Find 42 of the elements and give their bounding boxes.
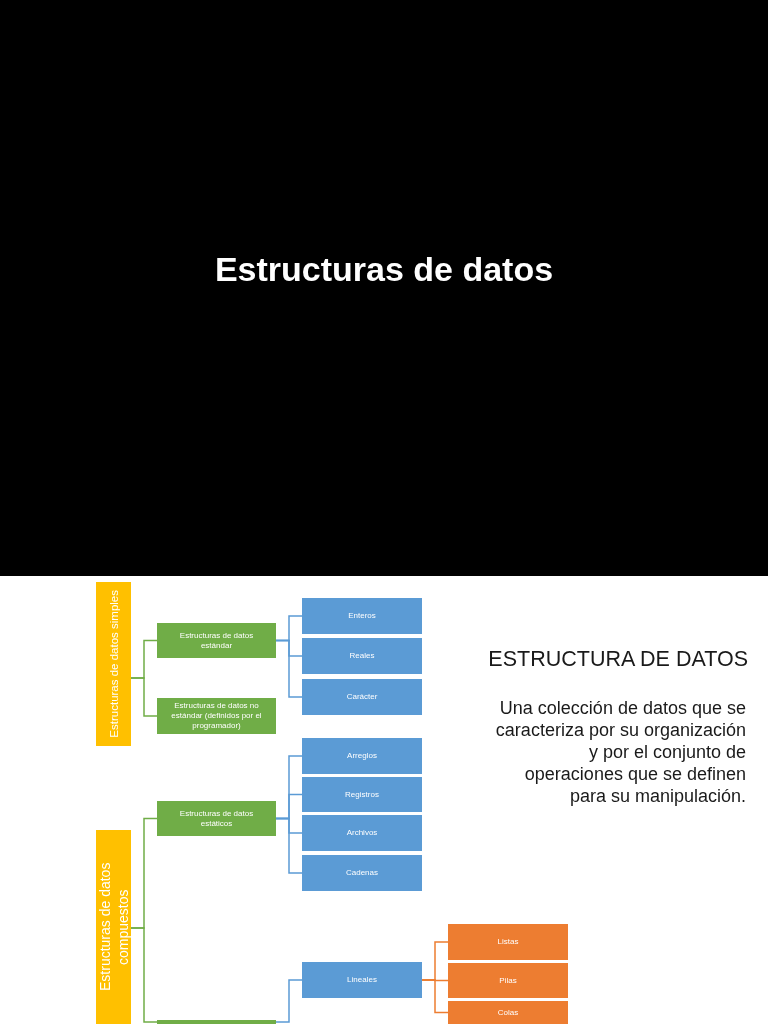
type-box <box>302 738 422 774</box>
box-label: Arreglos <box>347 751 377 761</box>
subtype-box <box>448 924 568 960</box>
box-label: Archivos <box>346 828 378 838</box>
banner-label: Estructuras de datos compuestos <box>96 861 131 994</box>
category-box <box>157 623 276 658</box>
banner-label: Estructuras de datos simples <box>106 590 121 738</box>
connector-line <box>130 927 158 1023</box>
connector-line <box>130 677 158 717</box>
category-banner <box>96 582 131 746</box>
box-label: Pilas <box>499 975 517 986</box>
category-box <box>157 1020 276 1024</box>
box-label: Estructuras de datos estándar <box>178 630 255 651</box>
type-box <box>302 855 422 891</box>
type-box <box>302 962 422 998</box>
box-label: Carácter <box>346 692 378 702</box>
box-label: Estructuras de datos no estándar (definidos por el programador) <box>170 701 263 731</box>
box-label: Reales <box>349 651 375 661</box>
type-box <box>302 598 422 634</box>
definition-text: Una colección de datos que se caracteriza por su organización y por el conjunto de operaciones que se definen para su manipulación. <box>495 697 746 807</box>
box-label: Enteros <box>348 611 376 621</box>
type-box <box>302 679 422 715</box>
type-box <box>302 638 422 674</box>
connector-line <box>275 979 303 1023</box>
connector-line <box>421 979 449 1014</box>
box-label: Colas <box>497 1007 519 1018</box>
subtype-box <box>448 1001 568 1024</box>
box-label: Estructuras de datos estáticos <box>178 808 255 829</box>
box-label: Listas <box>497 937 519 947</box>
section-heading: ESTRUCTURA DE DATOS <box>488 646 748 673</box>
category-box <box>157 801 276 836</box>
category-banner <box>96 830 131 1024</box>
type-box <box>302 815 422 851</box>
box-label: Lineales <box>347 975 377 985</box>
box-label: Registros <box>345 789 379 800</box>
connector-line <box>275 817 303 874</box>
connector-line <box>275 639 303 698</box>
subtype-box <box>448 963 568 998</box>
type-box <box>302 777 422 812</box>
slide-title: Estructuras de datos <box>214 249 554 289</box>
category-box <box>157 698 276 734</box>
box-label: Cadenas <box>346 868 378 878</box>
